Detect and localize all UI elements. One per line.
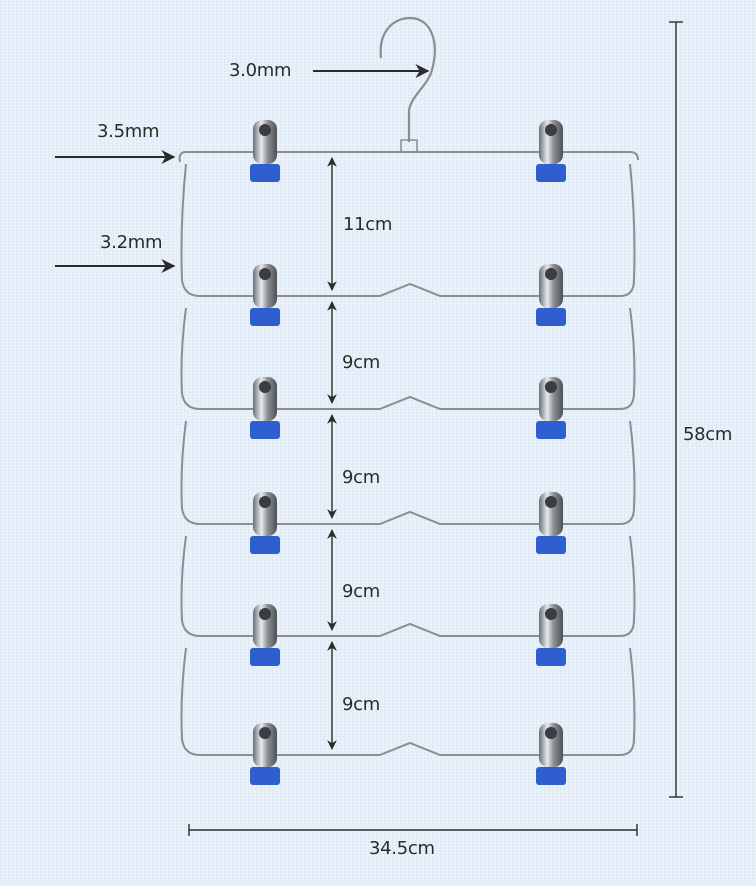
clip-cap (536, 421, 566, 439)
clip-body (539, 723, 563, 767)
clip (250, 120, 280, 182)
tiers (180, 163, 636, 756)
clip-pivot (545, 268, 557, 280)
clip-pivot (545, 496, 557, 508)
clip-pivot (259, 727, 271, 739)
clip-pivot (545, 727, 557, 739)
frame-wire-label: 3.2mm (100, 232, 163, 253)
clip-body (253, 120, 277, 164)
clip (250, 377, 280, 439)
clip-pivot (259, 496, 271, 508)
clip-body (539, 264, 563, 308)
clip-pivot (545, 608, 557, 620)
hook (379, 16, 436, 142)
tier-gap-label: 9cm (342, 694, 380, 715)
height-dimension-line (669, 21, 683, 798)
clip-body (253, 723, 277, 767)
clip-pivot (259, 608, 271, 620)
clip-body (253, 492, 277, 536)
clip-cap (250, 767, 280, 785)
clip-pivot (259, 124, 271, 136)
clip-cap (250, 536, 280, 554)
clip-cap (536, 308, 566, 326)
clip-cap (536, 164, 566, 182)
clip (250, 723, 280, 785)
clip (536, 120, 566, 182)
clip-cap (250, 648, 280, 666)
clip-pivot (259, 268, 271, 280)
clip (250, 264, 280, 326)
clip (536, 264, 566, 326)
hook-wire-label: 3.0mm (229, 60, 292, 81)
clip (250, 604, 280, 666)
clip-pivot (259, 381, 271, 393)
clip (536, 604, 566, 666)
total-height-label: 58cm (683, 424, 733, 445)
clip-body (253, 264, 277, 308)
clip-cap (250, 308, 280, 326)
width-dimension-line (188, 824, 638, 836)
tier-frame (180, 307, 636, 410)
tier-frame (180, 647, 636, 756)
clip-cap (536, 648, 566, 666)
clip-cap (536, 536, 566, 554)
clip-body (253, 604, 277, 648)
clip-cap (250, 421, 280, 439)
tier-gap-label: 11cm (343, 214, 393, 235)
tier-frame (180, 163, 636, 297)
clip-body (253, 377, 277, 421)
clip-body (539, 604, 563, 648)
clip-body (539, 120, 563, 164)
clip (536, 723, 566, 785)
total-width-label: 34.5cm (369, 838, 435, 859)
clip-cap (536, 767, 566, 785)
tier-gap-label: 9cm (342, 467, 380, 488)
tier-gap-label: 9cm (342, 352, 380, 373)
clip (536, 377, 566, 439)
tier-gap-label: 9cm (342, 581, 380, 602)
clip-cap (250, 164, 280, 182)
tier-frame (180, 535, 636, 637)
clip (536, 492, 566, 554)
clip-body (539, 492, 563, 536)
clip-pivot (545, 381, 557, 393)
top-bar (178, 151, 639, 163)
clip-pivot (545, 124, 557, 136)
clip-body (539, 377, 563, 421)
hook-clasp (400, 139, 418, 152)
clips (250, 120, 566, 785)
top-bar-wire-label: 3.5mm (97, 121, 160, 142)
tier-frame (180, 420, 636, 525)
clip (250, 492, 280, 554)
